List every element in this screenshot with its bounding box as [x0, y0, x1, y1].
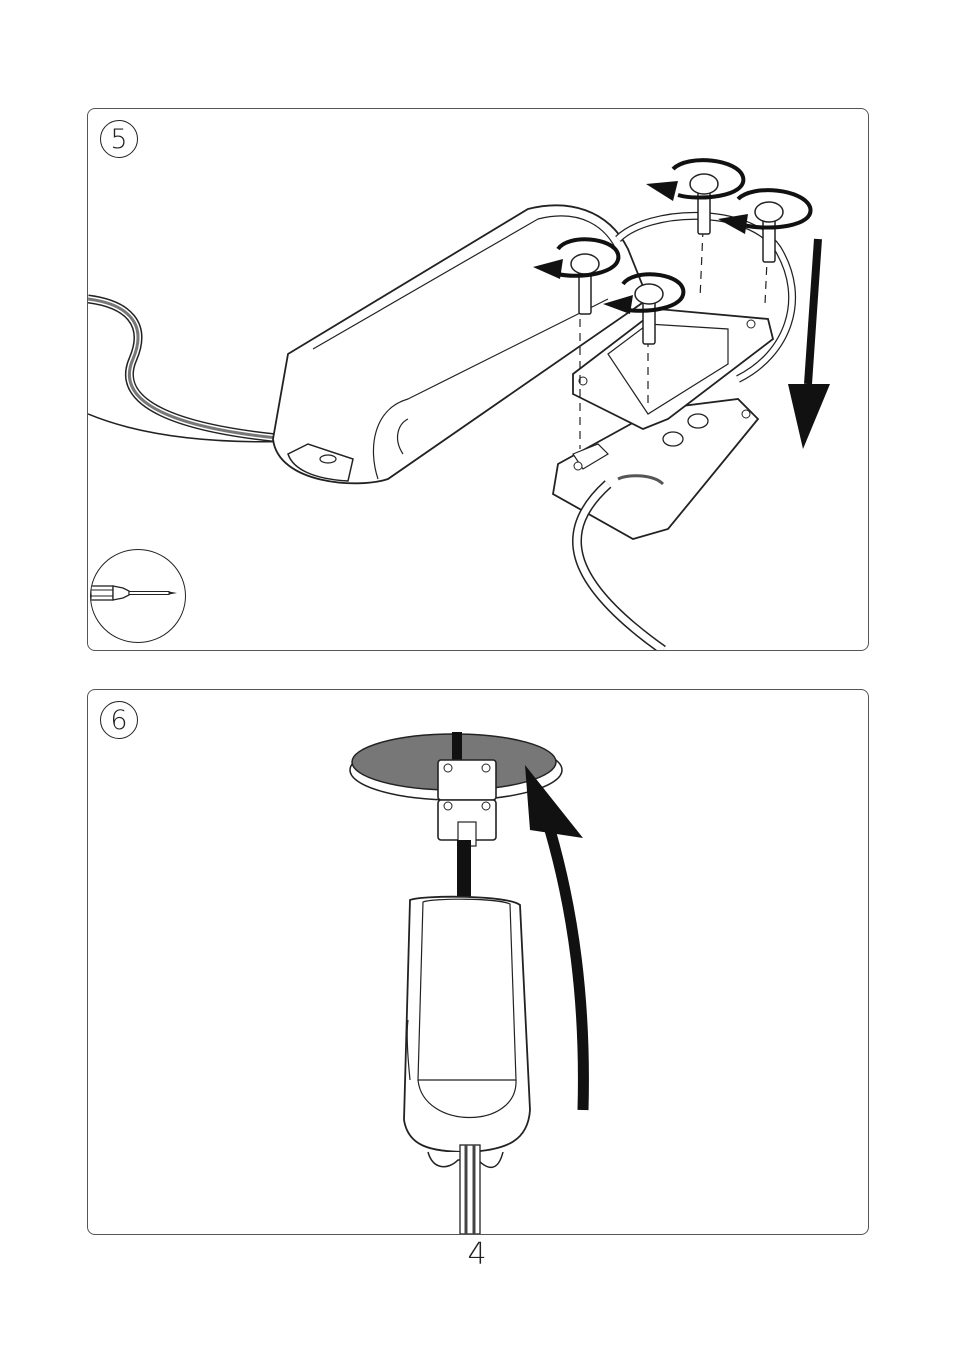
screwdriver-icon: [90, 549, 186, 643]
step-number-badge: 5: [100, 120, 138, 158]
step-5-panel: 5: [87, 108, 869, 651]
step-number-badge: 6: [100, 701, 138, 739]
page-number: 4: [0, 1237, 954, 1272]
step-6-illustration: [88, 690, 868, 1234]
step-5-illustration: [88, 109, 868, 650]
step-6-panel: 6: [87, 689, 869, 1235]
